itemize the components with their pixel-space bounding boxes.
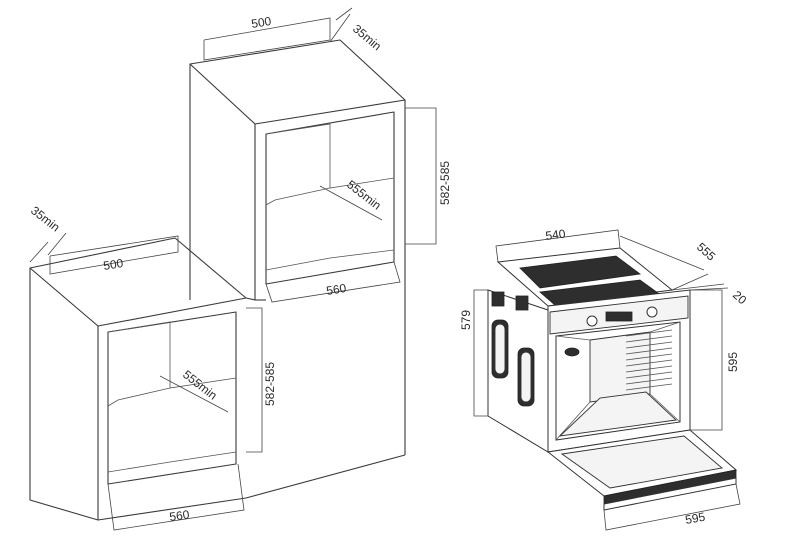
oven-front-height-label: 595 — [726, 352, 740, 372]
lower-clearance-label: 35min — [28, 203, 62, 234]
oven-body-height-label: 579 — [459, 310, 473, 330]
oven-depth-label: 555 — [694, 240, 718, 264]
oven-front-thickness-label: 20 — [730, 288, 750, 308]
lower-niche-width-label: 560 — [168, 507, 190, 524]
oven-front-width-label: 595 — [684, 510, 706, 527]
lower-niche-height-label: 582-585 — [263, 362, 277, 406]
upper-depth-label: 500 — [250, 14, 272, 31]
lower-cabinet — [29, 237, 406, 521]
upper-niche-height-label: 582-585 — [438, 161, 452, 205]
oven-width-label: 540 — [545, 227, 567, 243]
upper-niche-width-label: 560 — [325, 281, 347, 298]
lower-cabinet-dimensions: 500 35min 555min 582-585 560 — [28, 203, 277, 531]
oven-dimensions: 540 555 20 579 595 595 — [459, 227, 750, 531]
lower-depth-label: 500 — [102, 256, 124, 273]
upper-cabinet-dimensions: 500 35min 555min 582-585 560 — [203, 7, 452, 303]
oven — [487, 247, 738, 511]
upper-cabinet — [189, 39, 406, 455]
upper-clearance-label: 35min — [350, 22, 384, 54]
